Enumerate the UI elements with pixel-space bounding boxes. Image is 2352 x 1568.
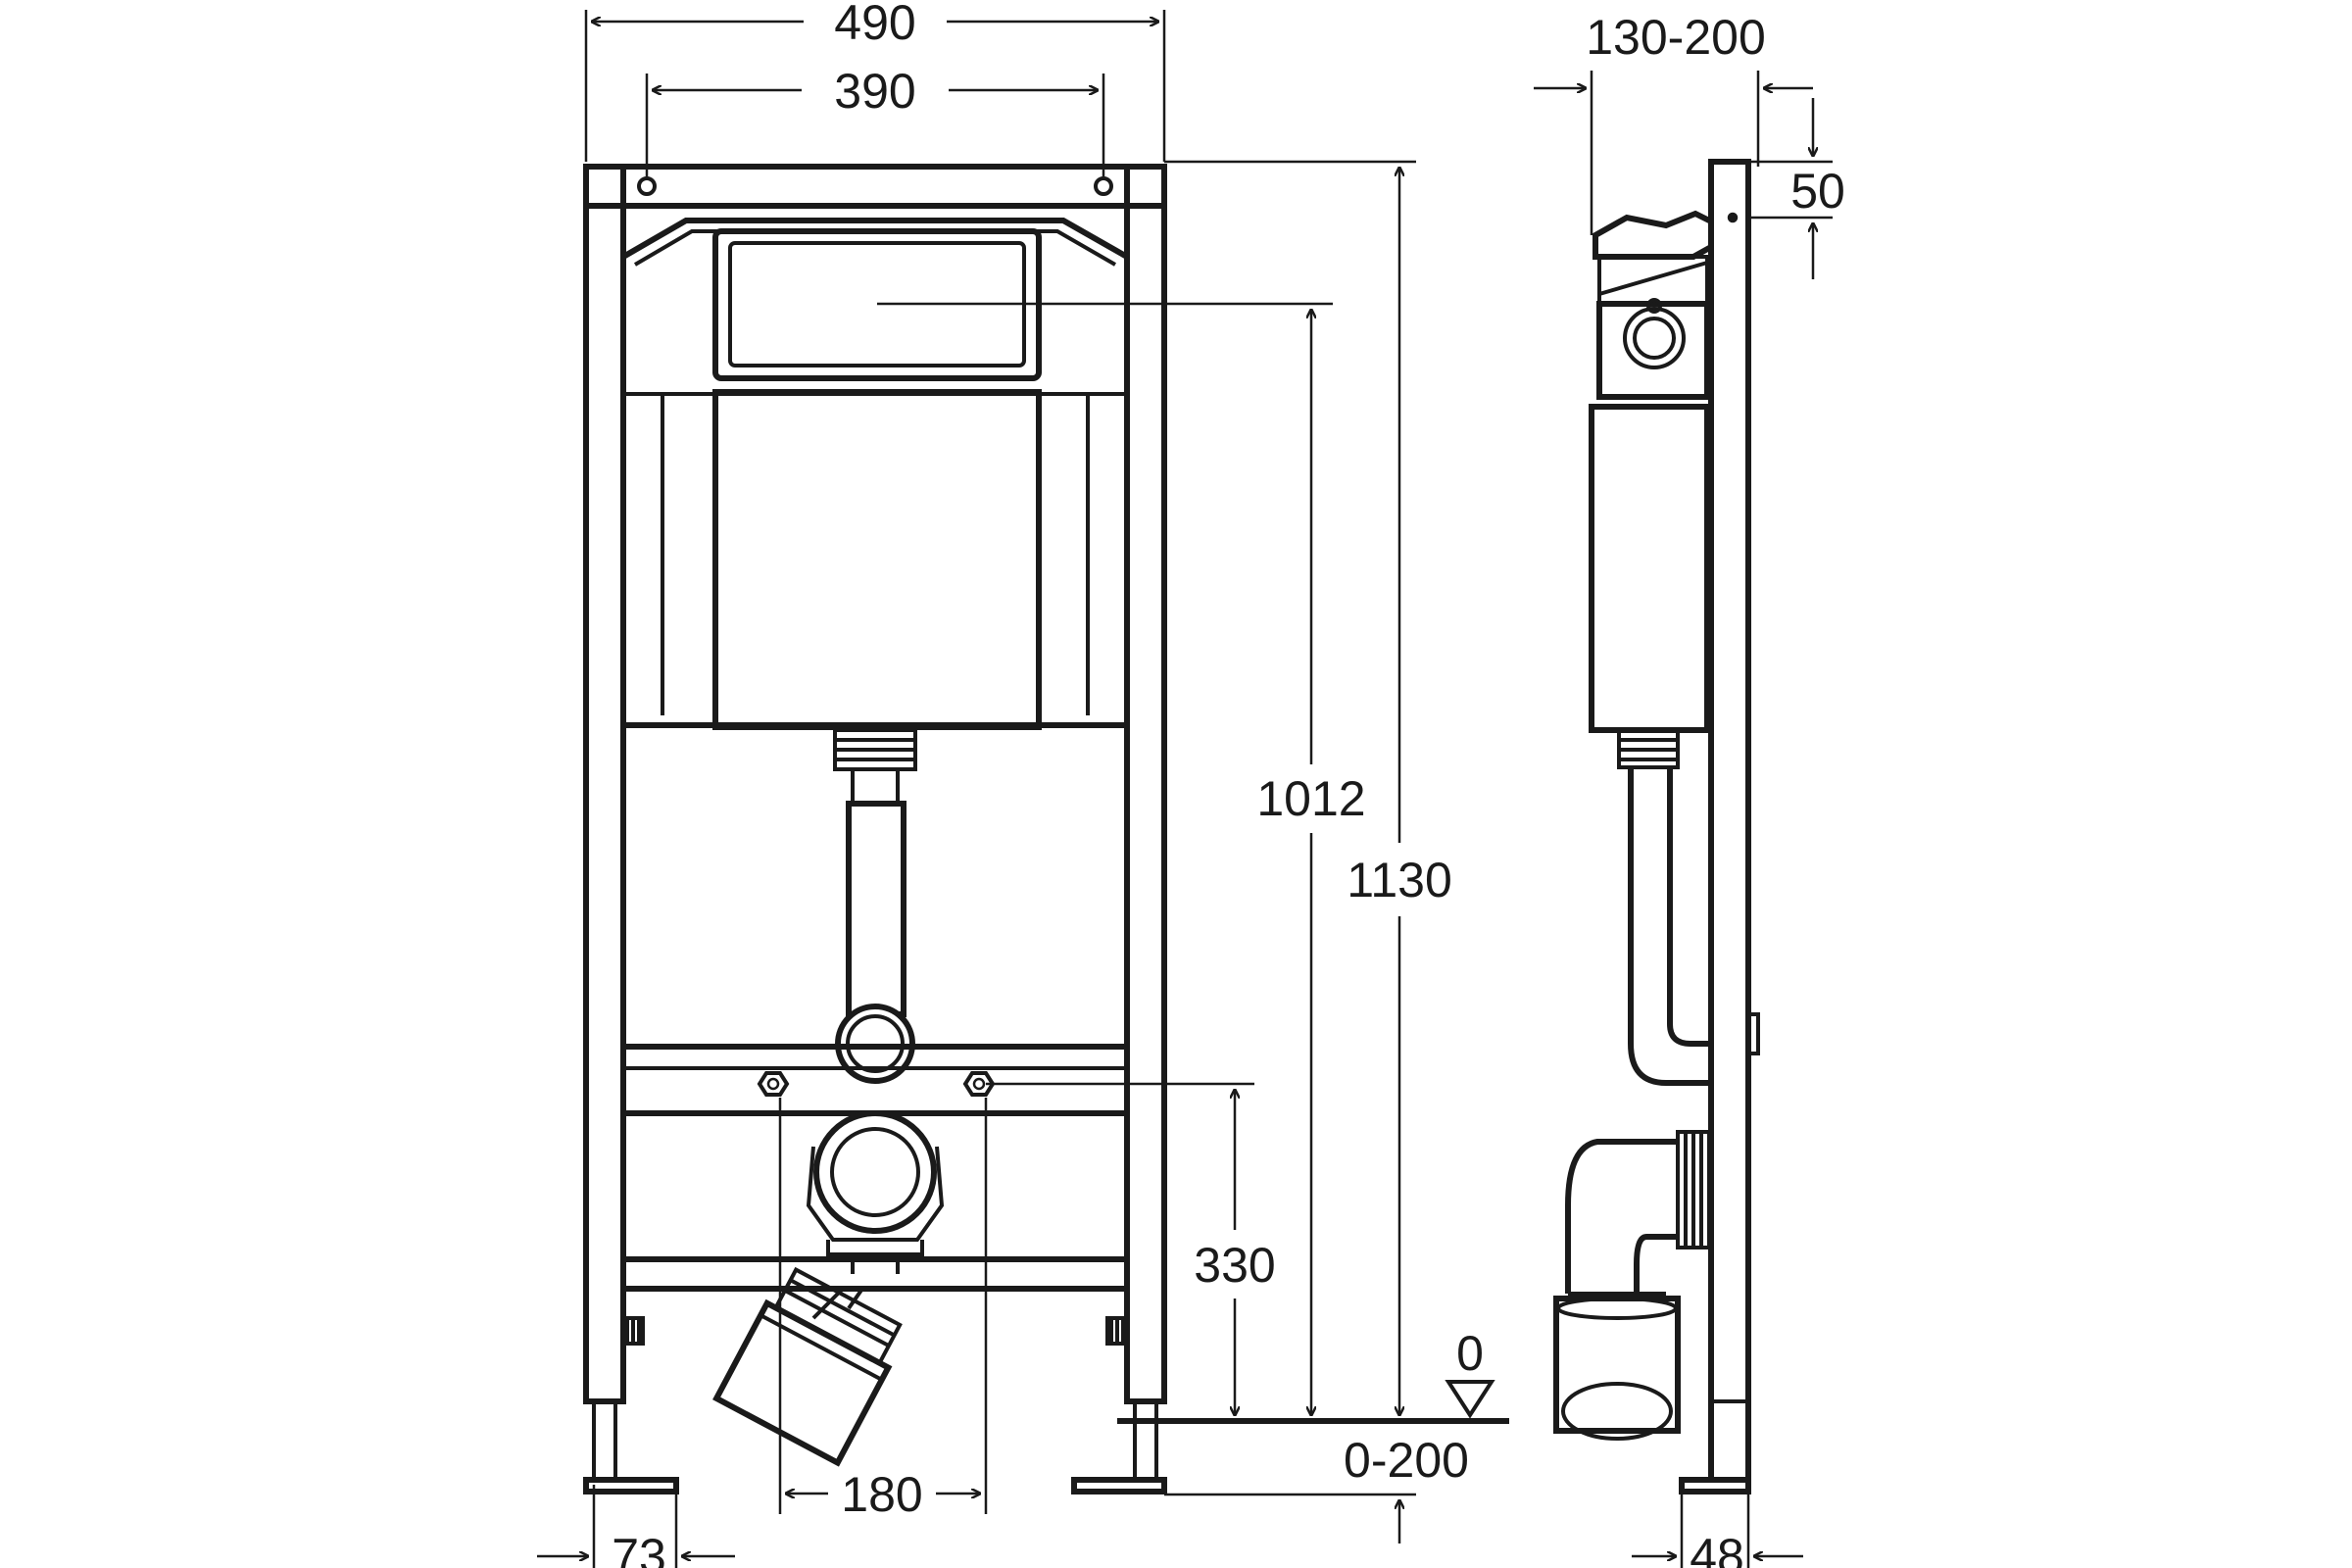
front-view <box>583 164 1167 1494</box>
dim-wall-depth: 130-200 <box>1586 10 1766 65</box>
side-flush-pipe <box>1617 728 1760 1086</box>
left-post <box>583 164 626 1404</box>
lower-crossbar <box>620 1256 1130 1292</box>
dim-total-height: 1130 <box>1347 853 1452 907</box>
side-waste-elbow <box>1553 1130 1711 1441</box>
left-foot <box>583 1316 679 1494</box>
dim-fixing-height: 330 <box>1194 1238 1275 1293</box>
cistern <box>620 218 1130 730</box>
dim-plate-height: 1012 <box>1256 771 1365 826</box>
side-post <box>1708 159 1751 1483</box>
mounting-bolt-right <box>962 1071 996 1097</box>
side-foot <box>1679 1477 1751 1494</box>
dim-fixing-width: 390 <box>834 64 915 119</box>
fixing-hole-right <box>1094 176 1113 196</box>
fixing-hole-left <box>637 176 657 196</box>
top-rail <box>583 164 1167 209</box>
dim-overall-width: 490 <box>834 0 915 50</box>
side-cistern <box>1589 404 1710 733</box>
waste-connector <box>806 1110 945 1274</box>
side-view <box>1553 159 1760 1494</box>
dim-foot-width: 73 <box>612 1529 666 1568</box>
side-bracket <box>1592 210 1714 400</box>
dim-floor-adjust: 0-200 <box>1344 1433 1469 1488</box>
right-foot <box>1071 1316 1167 1494</box>
outlet-pipe <box>712 1266 903 1467</box>
dim-floor-level: 0 <box>1456 1326 1484 1381</box>
flush-pipe <box>833 728 917 1084</box>
dim-top-offset: 50 <box>1790 164 1845 219</box>
mounting-bolt-left <box>757 1071 790 1097</box>
dim-bolt-spacing: 180 <box>841 1467 922 1522</box>
dimension-lines <box>537 10 1833 1568</box>
right-post <box>1124 164 1167 1404</box>
dim-side-foot: 48 <box>1690 1529 1744 1568</box>
triangle-down-icon <box>1445 1380 1495 1419</box>
